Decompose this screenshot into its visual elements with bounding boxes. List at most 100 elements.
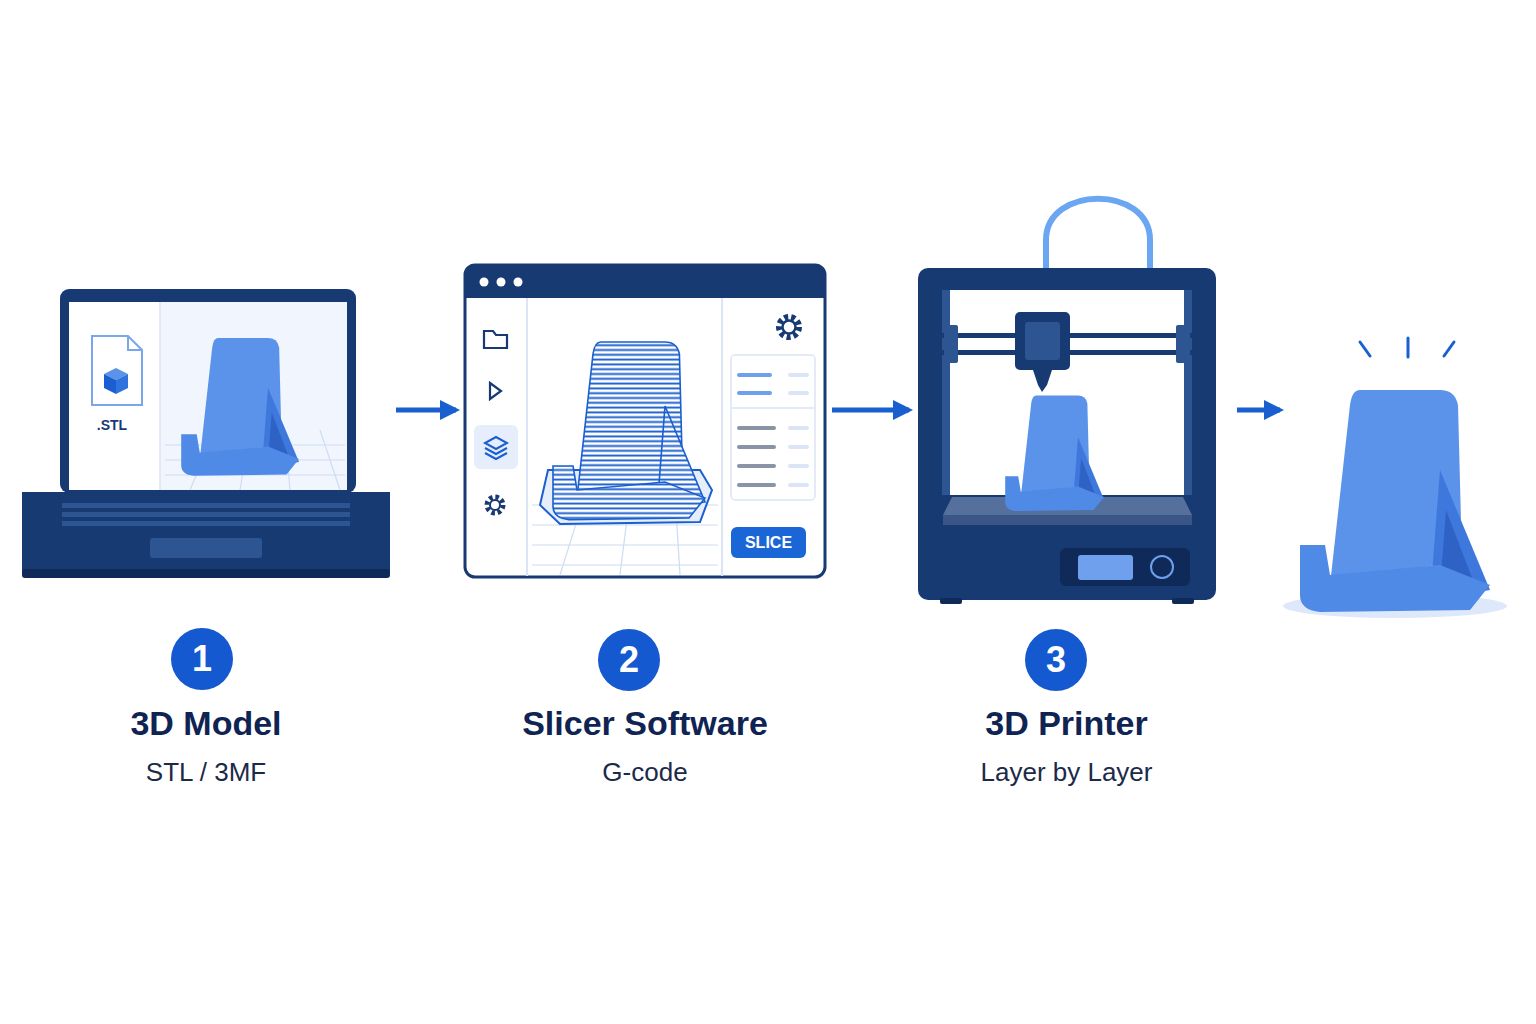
printer-illustration-part: [1176, 325, 1190, 363]
slicer-window-illustration-part-part: [532, 564, 718, 565]
step-number: 1: [192, 641, 212, 677]
step-number-badge: 3: [1025, 629, 1087, 691]
step-title: 3D Model: [16, 703, 396, 743]
laptop-illustration-part-part: [320, 430, 340, 490]
slicer-window-illustration: [465, 265, 825, 577]
slicer-window-illustration-part: [490, 500, 500, 510]
laptop-illustration-part: [60, 289, 356, 493]
slicer-window-illustration-part: [731, 407, 815, 409]
printer-illustration-part: [944, 325, 958, 363]
laptop-illustration-part: [181, 338, 299, 476]
slicer-window-illustration-part: [739, 375, 807, 485]
slicer-window-illustration-part: [731, 355, 815, 500]
printed-phone-stand-part-part: [1360, 342, 1370, 356]
button-label: SLICE: [745, 535, 792, 551]
slicer-window-illustration-part-part: [739, 464, 774, 468]
printer-illustration-part: [943, 515, 1192, 525]
step-format: STL / 3MF: [16, 756, 396, 788]
printed-phone-stand: [1237, 338, 1507, 618]
flow-arrow: [832, 408, 909, 413]
laptop-illustration-part: [159, 302, 161, 490]
laptop-illustration: [22, 289, 390, 578]
slicer-window-illustration-part: [474, 425, 518, 469]
step-column: Slicer SoftwareG-code SLICE 2: [458, 262, 832, 800]
slicer-window-illustration-part: [721, 298, 723, 576]
printer-illustration: [918, 199, 1216, 604]
laptop-illustration-part: [128, 336, 142, 350]
slicer-window-illustration-part-part: [790, 483, 807, 487]
printed-phone-stand-part-part: [1444, 342, 1454, 356]
laptop-illustration-part: [92, 336, 142, 405]
slicer-window-illustration-part: [497, 278, 506, 287]
slicer-window-illustration-part: [480, 278, 489, 287]
laptop-illustration-part: [69, 302, 347, 490]
slice-button: SLICE: [731, 527, 806, 558]
slicer-window-illustration-part: [465, 265, 825, 577]
slicer-window-illustration-part: [783, 321, 796, 334]
laptop-illustration-part: [160, 302, 347, 490]
slicer-window-illustration-part-part: [790, 391, 807, 395]
slicer-window-illustration-part-part: [790, 445, 807, 449]
slicer-window-illustration-part: [465, 265, 825, 298]
printed-phone-stand-part: [1360, 338, 1454, 357]
printer-illustration-part: [1025, 322, 1060, 360]
slicer-window-illustration-part: [485, 437, 507, 449]
printer-illustration-part: [1078, 555, 1133, 580]
laptop-illustration-part: [22, 492, 390, 578]
printer-illustration-part: [942, 290, 950, 495]
step-title: Slicer Software: [458, 703, 832, 743]
slicer-window-illustration-part-part: [739, 445, 774, 449]
step-format: G-code: [458, 756, 832, 788]
step-format: Layer by Layer: [911, 756, 1222, 788]
step-number: 2: [619, 642, 639, 678]
slicer-window-illustration-part: [514, 278, 523, 287]
slicer-window-illustration-part-part: [739, 373, 770, 377]
slicer-window-illustration-part-part: [790, 426, 807, 430]
laptop-illustration-part: [62, 512, 350, 517]
slicer-window-illustration-part-part: [739, 483, 774, 487]
slicer-window-illustration-part-part: [790, 373, 807, 377]
file-icon: .STL: [82, 334, 142, 434]
printer-illustration-part: [940, 598, 962, 604]
file-extension: .STL: [97, 416, 127, 434]
slicer-window-illustration-part: [490, 383, 501, 399]
slicer-window-illustration-part: [484, 331, 507, 348]
laptop-illustration-part: [62, 521, 350, 526]
step-number-badge: 1: [171, 628, 233, 690]
printer-illustration-part: [1015, 312, 1070, 370]
step-column: 3D PrinterLayer by Layer 3: [911, 200, 1222, 800]
slicer-window-illustration-part: [487, 497, 503, 513]
printer-illustration-part: [1172, 598, 1194, 604]
step-number-badge: 2: [598, 629, 660, 691]
slicer-window-illustration-part-part: [739, 426, 774, 430]
flow-arrow: [396, 408, 456, 413]
laptop-illustration-part: [150, 538, 262, 558]
printer-illustration-part: [1005, 396, 1104, 511]
printed-phone-stand-part-part: [1407, 338, 1410, 357]
slicer-window-illustration-part-part: [739, 391, 770, 395]
laptop-illustration-part: [104, 374, 116, 394]
step-column: 3D ModelSTL / 3MF .STL 1: [16, 280, 396, 800]
slicer-window-illustration-part: [553, 342, 705, 520]
laptop-illustration-part: [22, 569, 390, 578]
step-number: 3: [1046, 642, 1066, 678]
slicer-window-illustration-part: [485, 453, 507, 459]
printed-phone-stand-part: [1300, 390, 1490, 612]
slicer-window-illustration-part: [526, 298, 528, 576]
slicer-window-illustration-part-part: [790, 464, 807, 468]
laptop-illustration-part: [116, 374, 128, 394]
printer-illustration-part: [1060, 548, 1190, 586]
printer-illustration-part: [1033, 370, 1052, 392]
slicer-window-illustration-part-part: [532, 544, 718, 545]
step-title: 3D Printer: [911, 703, 1222, 743]
slicer-window-illustration-part: [779, 317, 799, 337]
slicer-window-illustration-part: [485, 448, 507, 454]
printer-illustration-part: [918, 268, 1216, 600]
result-arrow: [1237, 408, 1280, 413]
printer-illustration-part: [1184, 290, 1192, 495]
printer-illustration-part: [1151, 556, 1173, 578]
laptop-illustration-part: [62, 503, 350, 508]
